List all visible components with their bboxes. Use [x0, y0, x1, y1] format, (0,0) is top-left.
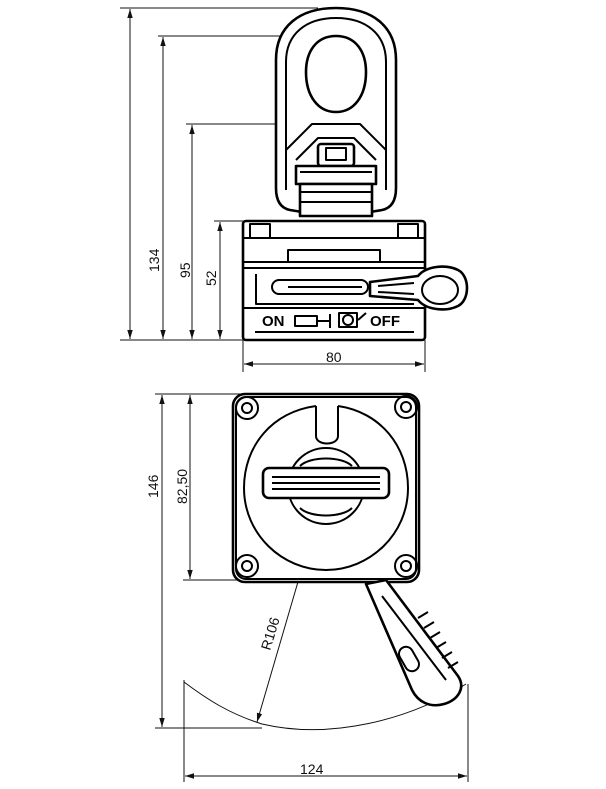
dim-label-146: 146 [145, 474, 161, 498]
screw-bottom-right [394, 554, 418, 578]
switch-label-strip: ON OFF [262, 312, 400, 330]
dim-label-52: 52 [203, 270, 219, 286]
lifting-shackle [274, 6, 398, 218]
switch-handle-side [368, 265, 469, 311]
switch-off-label: OFF [370, 313, 400, 330]
switch-handle-top [364, 578, 463, 707]
handle-sweep-arc [183, 681, 467, 730]
dim-label-95: 95 [177, 262, 193, 278]
switch-knob-top [261, 466, 391, 500]
screw-bottom-left [235, 554, 259, 578]
switch-on-symbol [294, 315, 318, 327]
switch-on-label: ON [262, 313, 285, 330]
dim-label-134: 134 [146, 248, 162, 272]
side-view: 134 95 52 80 [120, 6, 469, 372]
switch-off-symbol [338, 312, 358, 328]
screw-top-left [235, 396, 259, 420]
dim-label-82-50: 82,50 [174, 469, 190, 504]
handle-grip-slot [398, 645, 420, 673]
dim-label-124: 124 [300, 761, 324, 777]
dim-label-80: 80 [326, 349, 342, 365]
magnet-body [241, 219, 427, 342]
screw-top-right [394, 395, 418, 419]
top-view: 146 82,50 R106 124 [145, 392, 469, 782]
